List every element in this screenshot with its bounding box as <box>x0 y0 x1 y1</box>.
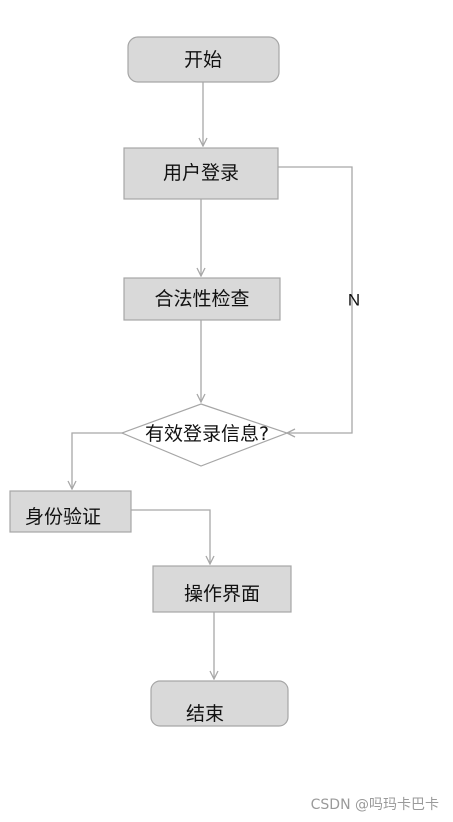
identity-verify-node-label: 身份验证 <box>25 506 101 528</box>
valid-info-decision-node <box>120 403 289 467</box>
login-node <box>123 147 279 200</box>
edge-decision-to-identity <box>72 432 124 489</box>
edge-identity-to-operation <box>131 509 210 564</box>
watermark-text: CSDN @吗玛卡巴卡 <box>310 797 439 813</box>
operation-ui-node <box>152 565 292 613</box>
operation-ui-node-label: 操作界面 <box>184 583 260 605</box>
start-node <box>127 36 280 83</box>
edge-login-loop-no <box>278 166 353 433</box>
edge-label-no: N <box>348 291 360 310</box>
valid-info-decision-label: 有效登录信息? <box>145 423 269 445</box>
identity-verify-node <box>9 490 132 533</box>
login-node-label: 用户登录 <box>163 162 239 184</box>
legality-check-node-label: 合法性检查 <box>154 288 249 310</box>
legality-check-node <box>123 277 281 321</box>
end-node <box>150 680 289 727</box>
start-node-label: 开始 <box>184 49 222 71</box>
end-node-label: 结束 <box>186 703 224 725</box>
